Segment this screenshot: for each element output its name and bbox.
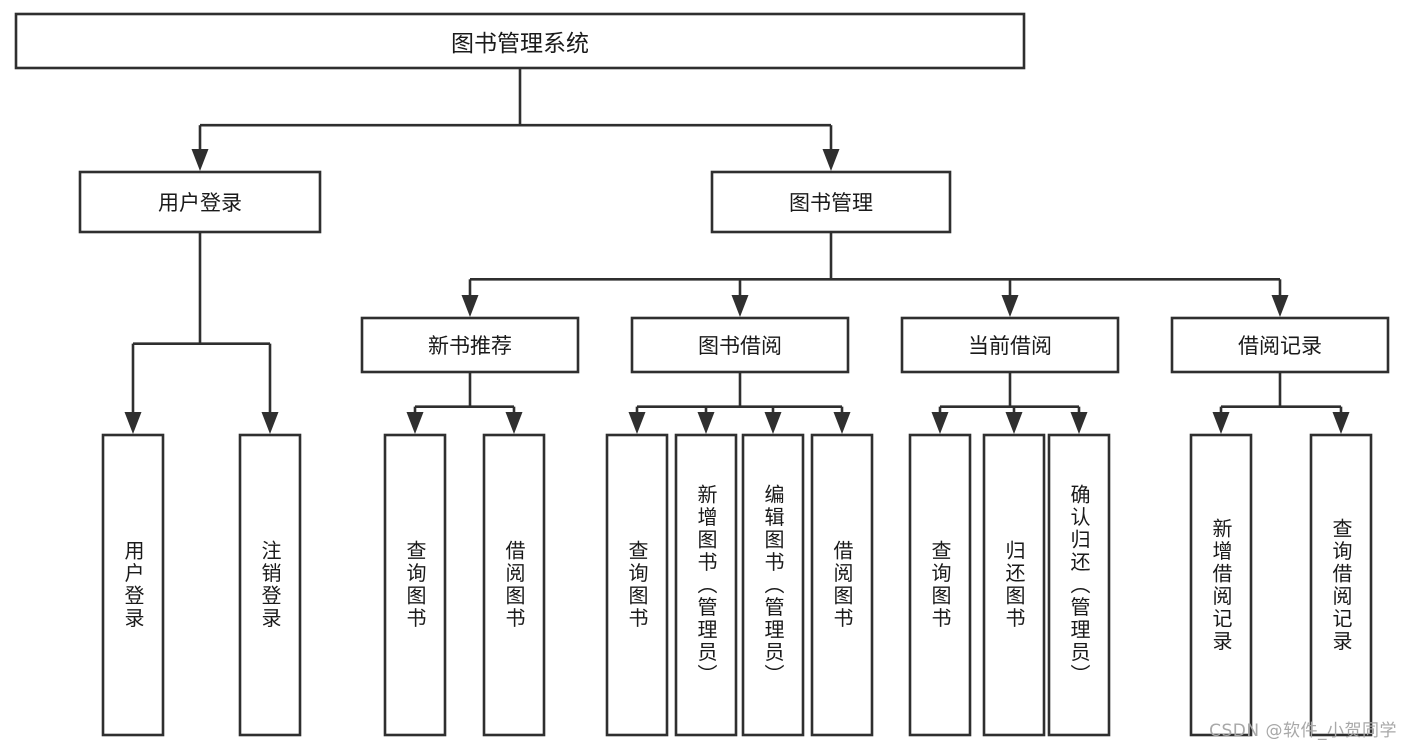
arrow-head-icon-l-confirm-return (1070, 412, 1088, 434)
arrow-head-icon-l-return-book (1005, 412, 1023, 434)
arrow-head-icon-l-query-book-2 (628, 412, 646, 434)
node-n-current-borrow[interactable] (900, 316, 1120, 374)
arrow-head-icon-n-book-borrow (731, 295, 749, 317)
node-l-add-book[interactable] (674, 433, 738, 737)
arrow-head-icon-l-logout-login (261, 412, 279, 434)
arrow-head-icon-n-book-manage (822, 149, 840, 171)
node-l-logout-login[interactable] (238, 433, 302, 737)
arrow-head-icon-n-user-login (191, 149, 209, 171)
nodes-layer (14, 12, 1390, 737)
node-l-borrow-book-2[interactable] (810, 433, 874, 737)
arrow-head-icon-l-add-record (1212, 412, 1230, 434)
node-n-borrow-record[interactable] (1170, 316, 1390, 374)
arrow-head-icon-l-query-book-1 (406, 412, 424, 434)
node-l-edit-book[interactable] (741, 433, 805, 737)
node-n-book-borrow[interactable] (630, 316, 850, 374)
arrow-head-icon-l-query-record (1332, 412, 1350, 434)
node-l-query-record[interactable] (1309, 433, 1373, 737)
arrow-head-icon-l-add-book (697, 412, 715, 434)
node-l-query-book-3[interactable] (908, 433, 972, 737)
arrow-head-icon-n-new-book-rec (461, 295, 479, 317)
node-n-user-login[interactable] (78, 170, 322, 234)
node-l-user-login[interactable] (101, 433, 165, 737)
arrow-head-icon-l-borrow-book-1 (505, 412, 523, 434)
arrow-head-icon-l-user-login (124, 412, 142, 434)
arrow-head-icon-l-edit-book (764, 412, 782, 434)
arrow-head-icon-n-current-borrow (1001, 295, 1019, 317)
node-l-query-book-2[interactable] (605, 433, 669, 737)
node-l-query-book-1[interactable] (383, 433, 447, 737)
node-root[interactable] (14, 12, 1026, 70)
node-l-borrow-book-1[interactable] (482, 433, 546, 737)
node-l-confirm-return[interactable] (1047, 433, 1111, 737)
arrow-head-icon-l-borrow-book-2 (833, 412, 851, 434)
node-l-add-record[interactable] (1189, 433, 1253, 737)
node-n-new-book-rec[interactable] (360, 316, 580, 374)
arrow-head-icon-n-borrow-record (1271, 295, 1289, 317)
arrow-head-icon-l-query-book-3 (931, 412, 949, 434)
node-l-return-book[interactable] (982, 433, 1046, 737)
edges-layer (124, 68, 1350, 434)
watermark: CSDN @软件_小贺同学 (1209, 721, 1397, 741)
node-n-book-manage[interactable] (710, 170, 952, 234)
